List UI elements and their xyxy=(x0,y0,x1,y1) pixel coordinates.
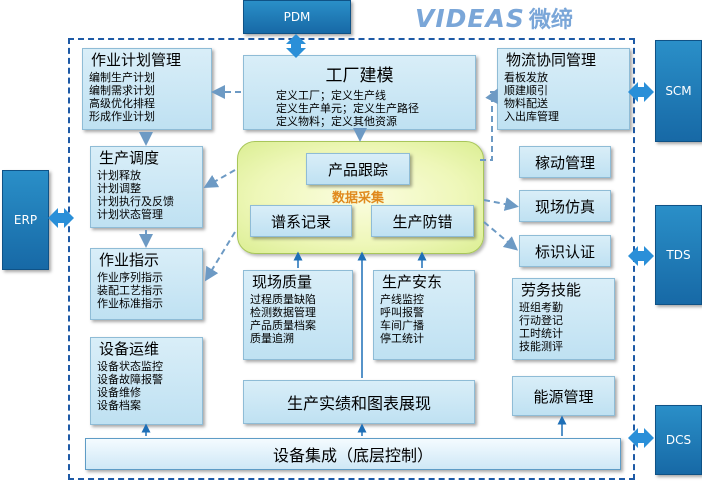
equipment-title: 设备运维 xyxy=(99,340,160,358)
quality-item: 质量追溯 xyxy=(250,332,294,345)
simulation-label: 现场仿真 xyxy=(534,197,595,216)
dispatch-title: 生产调度 xyxy=(99,149,160,167)
safety-item: 车间广播 xyxy=(380,319,424,332)
identify-label: 标识认证 xyxy=(534,242,595,261)
dispatch-item: 计划释放 xyxy=(97,169,141,182)
tds-link-arrow xyxy=(628,246,654,266)
logo: VIDEAS 微缔 xyxy=(415,3,573,34)
pdm-label: PDM xyxy=(283,10,311,24)
genealogy-box: 谱系记录 xyxy=(250,205,352,237)
quality-title: 现场质量 xyxy=(252,273,313,291)
labor-item: 工时统计 xyxy=(519,327,563,340)
instruction-item: 作业序列指示 xyxy=(97,271,163,284)
plan-management-title: 作业计划管理 xyxy=(91,51,182,69)
quality-box: 现场质量 过程质量缺陷 检测数据管理 产品质量档案 质量追溯 xyxy=(243,270,353,360)
simulation-box: 现场仿真 xyxy=(519,190,611,222)
quality-item: 检测数据管理 xyxy=(250,306,316,319)
energy-box: 能源管理 xyxy=(512,376,615,416)
dispatch-item: 计划状态管理 xyxy=(97,208,163,221)
plan-item: 高级优化排程 xyxy=(89,97,155,110)
factory-line: 定义生产单元；定义生产路径 xyxy=(276,102,419,115)
scm-label: SCM xyxy=(665,84,692,98)
equipment-box: 设备运维 设备状态监控 设备故障报警 设备维修 设备档案 xyxy=(90,337,203,425)
center-to-identify-arrow xyxy=(483,221,519,251)
error-proof-box: 生产防错 xyxy=(371,205,474,237)
integration-label: 设备集成（底层控制） xyxy=(272,446,433,465)
tds-label: TDS xyxy=(666,248,691,262)
andon-box: 稼动管理 xyxy=(519,146,611,178)
scm-link-arrow xyxy=(628,82,654,102)
safety-item: 停工统计 xyxy=(380,332,424,345)
dispatch-box: 生产调度 计划释放 计划调整 计划执行及反馈 计划状态管理 xyxy=(90,146,203,228)
genealogy-label: 谱系记录 xyxy=(270,212,331,231)
safety-item: 呼叫报警 xyxy=(380,306,424,319)
plan-management-box: 作业计划管理 编制生产计划 编制需求计划 高级优化排程 形成作业计划 xyxy=(82,48,212,130)
labor-title: 劳务技能 xyxy=(521,281,582,299)
labor-item: 班组考勤 xyxy=(519,301,563,314)
logo-brand: VIDEAS xyxy=(415,3,525,33)
energy-label: 能源管理 xyxy=(533,387,594,406)
plan-item: 编制生产计划 xyxy=(89,71,155,84)
factory-modeling-title: 工厂建模 xyxy=(325,66,394,86)
safety-box: 生产安东 产线监控 呼叫报警 车间广播 停工统计 xyxy=(373,270,475,360)
product-tracking-label: 产品跟踪 xyxy=(327,160,388,179)
instruction-title: 作业指示 xyxy=(99,251,160,269)
pdm-link-arrow xyxy=(286,34,306,58)
factory-line: 定义工厂；定义生产线 xyxy=(276,89,386,102)
dcs-link-arrow xyxy=(628,428,654,448)
center-to-simulation-arrow xyxy=(483,197,519,211)
dispatch-item: 计划调整 xyxy=(97,182,141,195)
andon-label: 稼动管理 xyxy=(534,153,595,172)
equipment-item: 设备档案 xyxy=(97,399,141,412)
quality-item: 过程质量缺陷 xyxy=(250,293,316,306)
instruction-item: 装配工艺指示 xyxy=(97,284,163,297)
logo-cn: 微缔 xyxy=(528,8,573,33)
labor-box: 劳务技能 班组考勤 行动登记 工时统计 技能测评 xyxy=(512,278,615,360)
safety-item: 产线监控 xyxy=(380,293,424,306)
product-tracking-box: 产品跟踪 xyxy=(306,153,410,185)
safety-title: 生产安东 xyxy=(382,273,443,291)
dcs-label: DCS xyxy=(665,433,692,447)
pdm-system: PDM xyxy=(243,0,351,34)
plan-item: 编制需求计划 xyxy=(89,84,155,97)
identify-box: 标识认证 xyxy=(519,235,611,267)
center-to-instruction-arrow xyxy=(204,231,236,282)
instruction-item: 作业标准指示 xyxy=(97,297,163,310)
factory-modeling-box: 工厂建模 定义工厂；定义生产线 定义生产单元；定义生产路径 定义物料；定义其他资… xyxy=(243,55,476,130)
logistics-box: 物流协同管理 看板发放 顺建顺引 物料配送 入出库管理 xyxy=(497,48,630,130)
error-proof-label: 生产防错 xyxy=(392,212,453,231)
logistics-item: 顺建顺引 xyxy=(504,84,548,97)
dispatch-item: 计划执行及反馈 xyxy=(97,195,174,208)
integration-bar: 设备集成（底层控制） xyxy=(85,438,621,470)
erp-link-arrow xyxy=(48,208,74,228)
center-to-dispatch-arrow xyxy=(203,169,236,188)
factory-line: 定义物料；定义其他资源 xyxy=(276,115,397,128)
erp-label: ERP xyxy=(13,213,38,227)
logistics-item: 物料配送 xyxy=(504,97,548,110)
equipment-item: 设备维修 xyxy=(97,386,141,399)
quality-item: 产品质量档案 xyxy=(250,319,316,332)
labor-item: 行动登记 xyxy=(519,314,563,327)
equipment-item: 设备故障报警 xyxy=(97,373,163,386)
erp-system: ERP xyxy=(2,170,49,270)
logistics-item: 看板发放 xyxy=(504,71,548,84)
logistics-title: 物流协同管理 xyxy=(506,51,597,69)
logistics-item: 入出库管理 xyxy=(504,110,559,123)
plan-item: 形成作业计划 xyxy=(89,110,155,123)
performance-box: 生产实绩和图表展现 xyxy=(243,380,475,424)
performance-label: 生产实绩和图表展现 xyxy=(286,394,431,413)
labor-item: 技能测评 xyxy=(519,340,563,353)
instruction-box: 作业指示 作业序列指示 装配工艺指示 作业标准指示 xyxy=(90,248,203,320)
center-to-logistics-arrow xyxy=(480,88,498,161)
data-collection-label: 数据采集 xyxy=(331,191,384,206)
equipment-item: 设备状态监控 xyxy=(97,360,163,373)
